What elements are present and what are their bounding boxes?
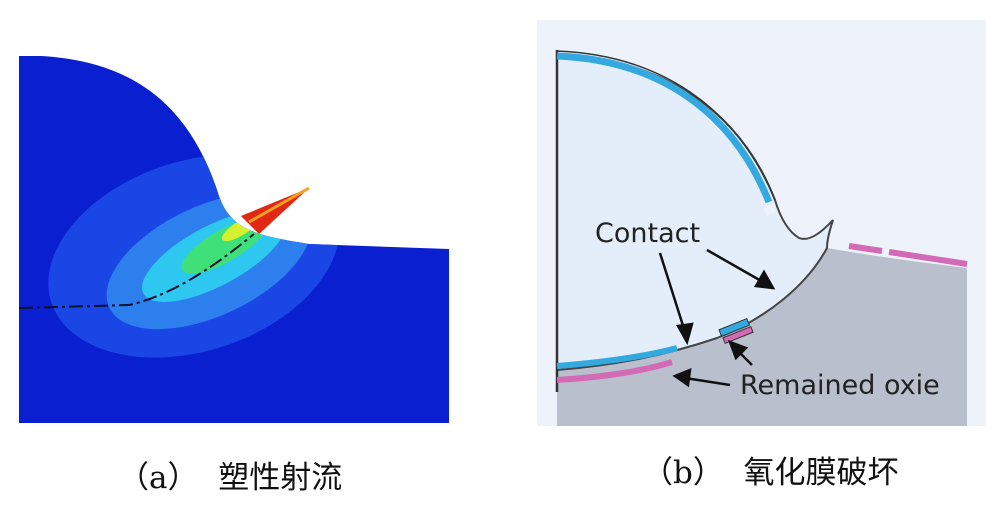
oxide-schematic: Contact Remained oxie xyxy=(537,20,986,426)
arrow-oxide-1-head xyxy=(727,339,749,361)
substrate-oxide-left xyxy=(556,359,673,383)
arrow-oxide-2-head xyxy=(672,368,692,388)
interface-line xyxy=(19,233,255,309)
panel-a-fem-contour xyxy=(19,56,449,423)
label-contact: Contact xyxy=(595,218,700,249)
remained-oxide-pink xyxy=(722,325,754,345)
particle-oxide-top xyxy=(556,52,773,204)
remained-oxide-blue xyxy=(718,317,751,337)
arrow-contact-2 xyxy=(706,248,764,284)
particle-oxide-top-edge xyxy=(556,50,776,201)
plastic-jet xyxy=(241,188,309,234)
label-remained-oxide: Remained oxie xyxy=(740,370,940,401)
substrate xyxy=(557,248,967,426)
particle-oxide-bottom xyxy=(556,345,678,369)
panel-b-oxide-schematic: Contact Remained oxie xyxy=(537,20,986,426)
fem-contour-plot xyxy=(19,56,449,423)
caption-a: （a） 塑性射流 xyxy=(118,460,343,496)
arrow-contact-1-head xyxy=(676,322,694,346)
arrow-oxide-2 xyxy=(684,376,731,387)
caption-b: （b） 氧化膜破坏 xyxy=(642,455,899,491)
arrow-contact-2-head xyxy=(753,269,776,290)
arrow-contact-1 xyxy=(658,252,687,333)
oxide-gap xyxy=(763,204,777,216)
arrows xyxy=(658,248,776,388)
substrate-oxide-right-2 xyxy=(888,249,968,267)
jet-edge xyxy=(248,186,310,224)
substrate-oxide-right xyxy=(848,243,883,254)
